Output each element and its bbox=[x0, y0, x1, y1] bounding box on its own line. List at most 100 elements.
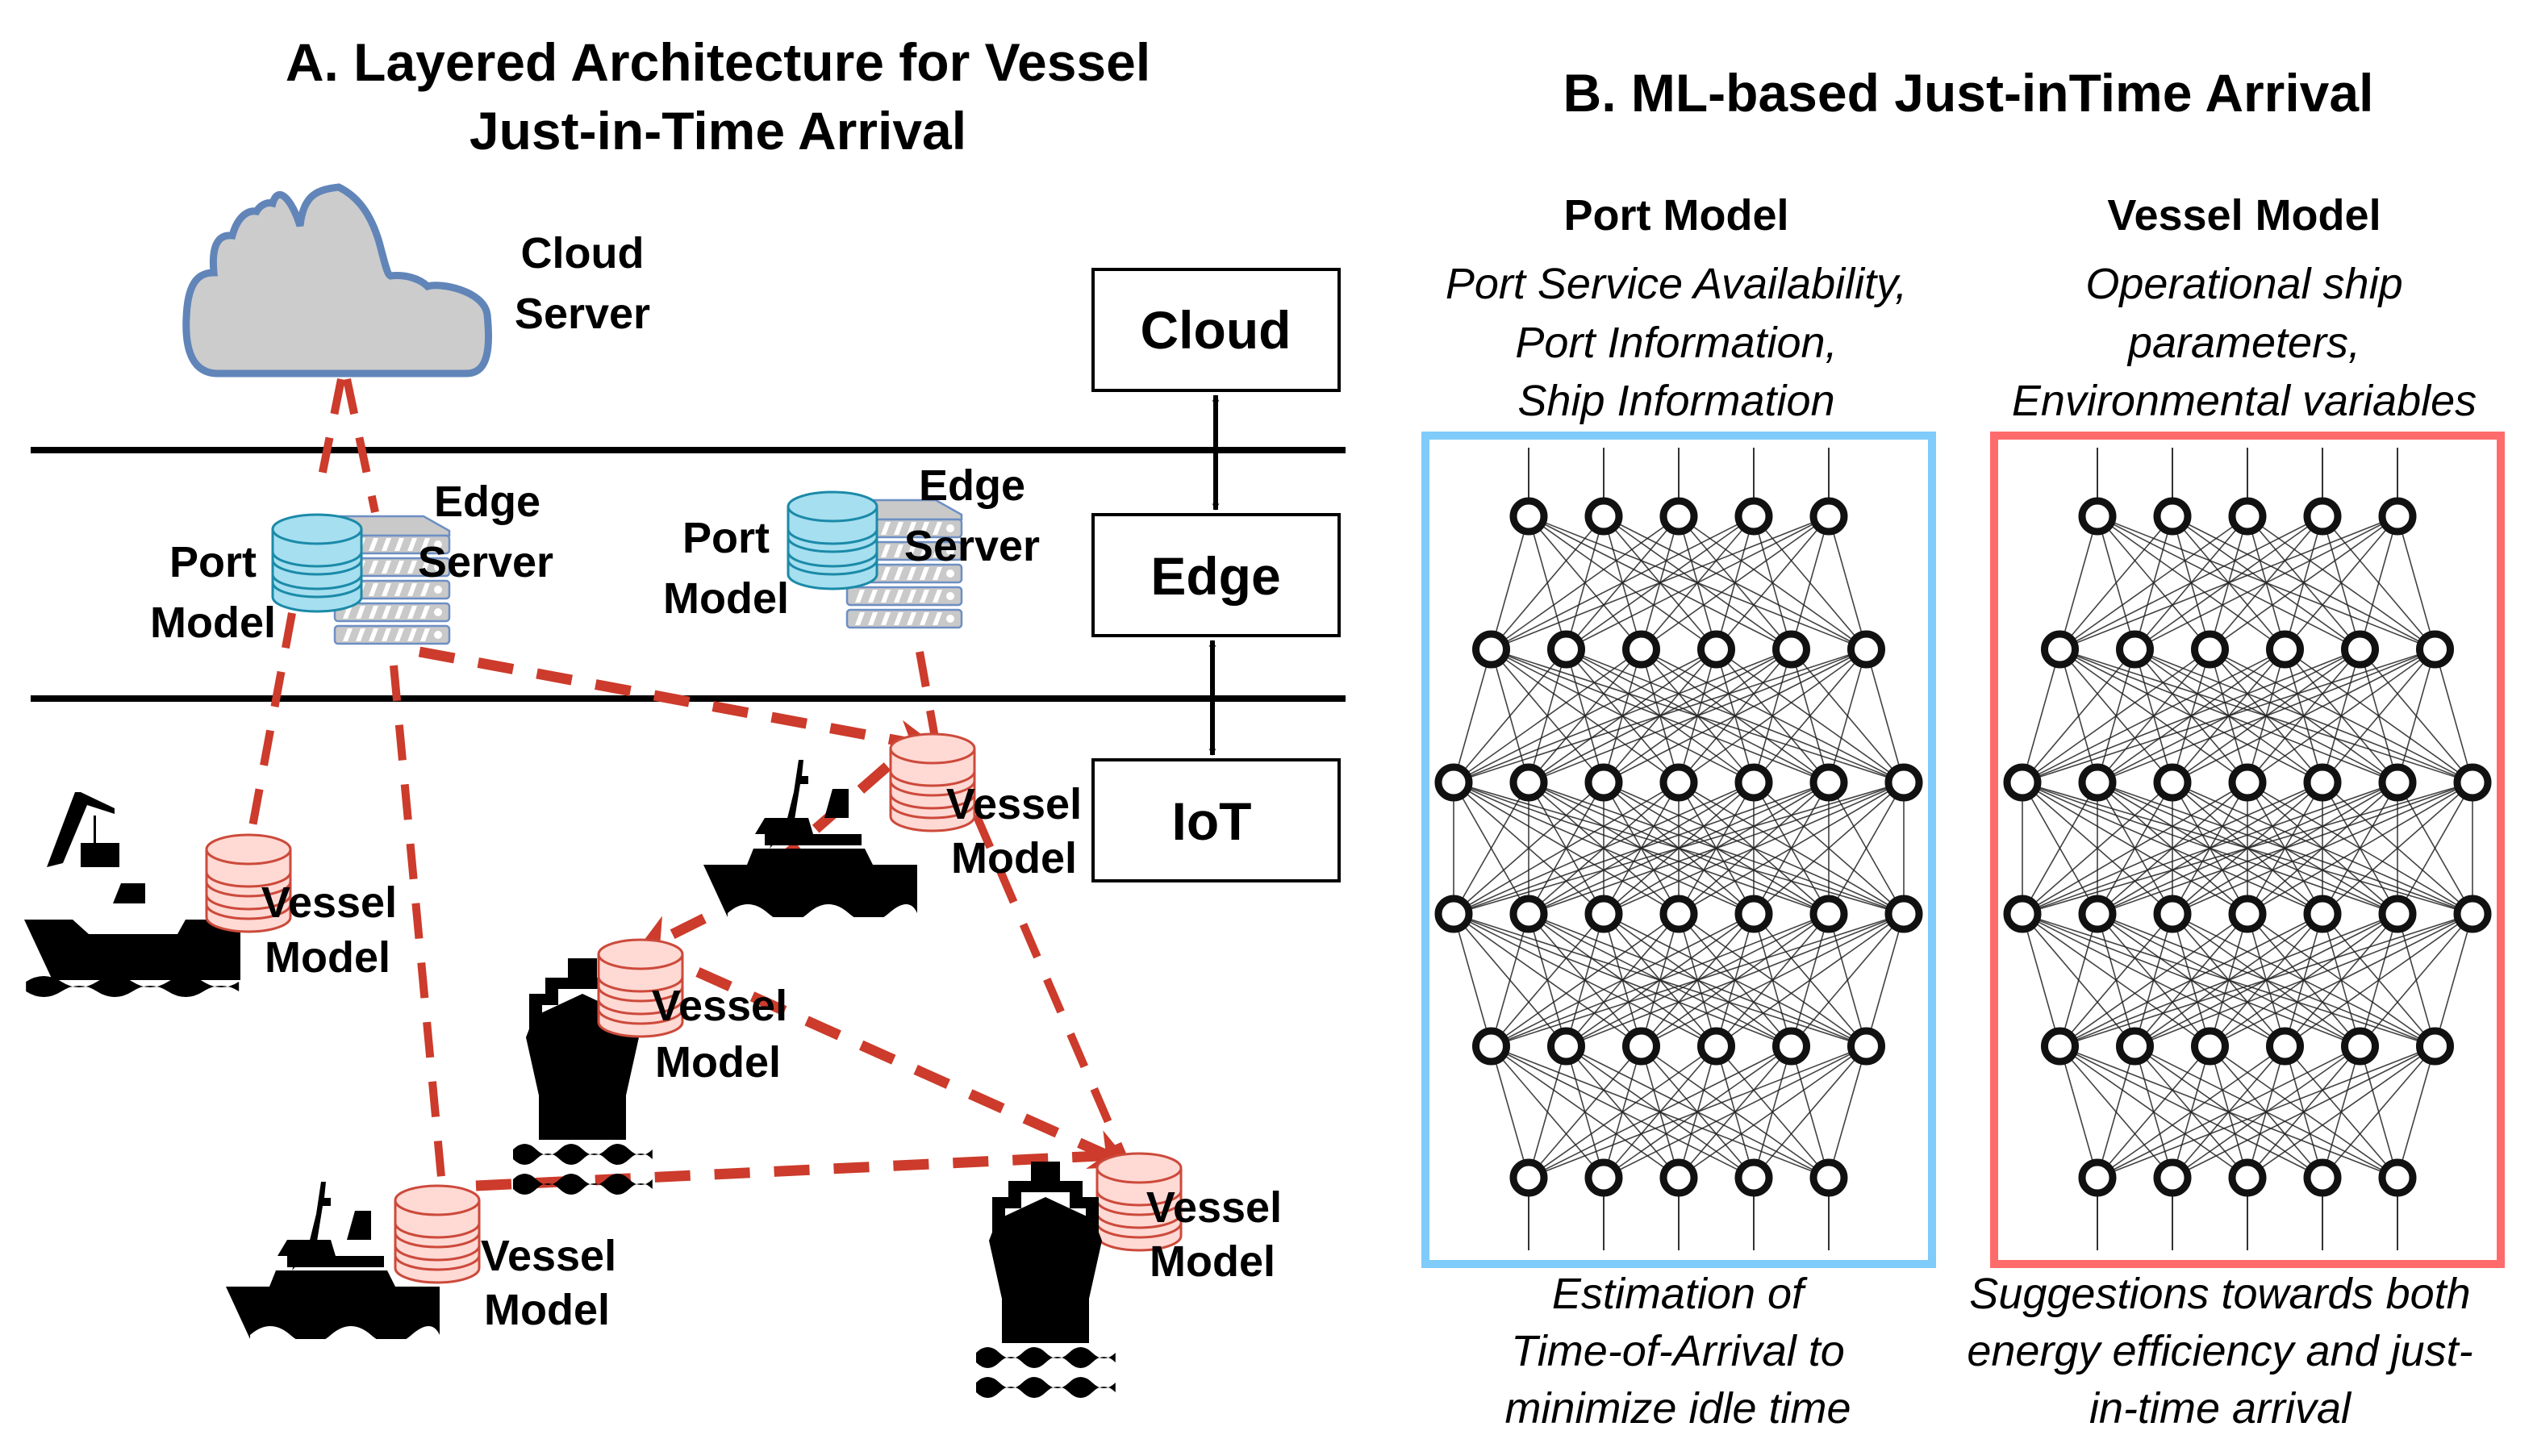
vessel-model-label-line1: Vessel bbox=[481, 1232, 616, 1280]
link-cloud-edgeserver1 bbox=[343, 378, 379, 514]
nn-node bbox=[2228, 895, 2267, 933]
vessel-model-label-line2: Model bbox=[951, 834, 1077, 882]
nn-connection bbox=[2022, 782, 2473, 915]
nn-node bbox=[1809, 895, 1848, 933]
nn-node bbox=[1847, 1027, 1885, 1066]
nn-node bbox=[1772, 1027, 1810, 1066]
nn-node bbox=[1659, 895, 1698, 933]
nn-connection bbox=[1678, 649, 1867, 783]
nn-connection bbox=[2134, 913, 2473, 1047]
port-database-icon bbox=[271, 513, 363, 613]
nn-connection bbox=[2322, 1045, 2436, 1179]
nn-node bbox=[1734, 895, 1773, 933]
nn-node bbox=[2228, 763, 2267, 802]
nn-node bbox=[1659, 1158, 1698, 1197]
nn-node bbox=[2078, 763, 2117, 802]
port-model-neural-network bbox=[1434, 448, 1923, 1250]
port-model-output-line2: Time-of-Arrival to bbox=[1511, 1327, 1845, 1375]
nn-connection bbox=[1490, 1045, 1529, 1179]
layer-box-iot: IoT bbox=[1091, 758, 1341, 882]
nn-connection bbox=[2059, 1045, 2098, 1179]
nn-connection bbox=[2247, 649, 2435, 783]
nn-connection bbox=[2022, 913, 2061, 1047]
nn-connection bbox=[2059, 913, 2098, 1047]
vessel-model-heading: Vessel Model bbox=[2107, 191, 2381, 240]
nn-node bbox=[2378, 497, 2417, 536]
panel-a-title-line1: A. Layered Architecture for Vessel bbox=[286, 32, 1150, 92]
nn-node bbox=[2153, 763, 2192, 802]
nn-connection bbox=[2359, 913, 2473, 1047]
nn-connection bbox=[1491, 515, 1830, 650]
nn-connection bbox=[1453, 649, 1492, 783]
vessel-3: Vessel Model bbox=[513, 938, 787, 1195]
nn-node bbox=[1772, 630, 1810, 669]
nn-connection bbox=[2022, 782, 2323, 915]
nn-node bbox=[1584, 895, 1623, 933]
link-portdb1-vessel1 bbox=[248, 612, 296, 832]
nn-node bbox=[1584, 497, 1623, 536]
nn-node bbox=[2041, 630, 2079, 669]
nn-node bbox=[2378, 895, 2417, 933]
vessel-model-label-line2: Model bbox=[1150, 1237, 1275, 1286]
nn-connection bbox=[2397, 515, 2436, 650]
nn-node bbox=[2303, 1158, 2342, 1197]
nn-connection bbox=[2022, 649, 2210, 783]
nn-connection bbox=[2284, 515, 2398, 650]
nn-connection bbox=[2059, 515, 2098, 650]
nn-node bbox=[2378, 763, 2417, 802]
layer-label-iot: IoT bbox=[1172, 791, 1252, 851]
nn-connection bbox=[1453, 649, 1717, 783]
layer-label-cloud: Cloud bbox=[1141, 300, 1292, 360]
nn-connection bbox=[1490, 913, 1605, 1047]
nn-connection bbox=[1491, 913, 1830, 1047]
panel-b-title: B. ML-based Just-inTime Arrival bbox=[1563, 63, 2374, 123]
nn-connection bbox=[1641, 913, 1905, 1047]
nn-connection bbox=[2322, 782, 2473, 915]
nn-connection bbox=[2210, 913, 2473, 1047]
nn-node bbox=[1884, 895, 1923, 933]
nn-connection bbox=[2097, 1045, 2211, 1179]
nn-connection bbox=[1453, 782, 1755, 915]
nn-connection bbox=[1490, 913, 1529, 1047]
vessel-model-input-line2: parameters, bbox=[2126, 319, 2360, 367]
nn-connection bbox=[2097, 1045, 2435, 1179]
nn-connection bbox=[1828, 649, 1867, 783]
nn-node bbox=[1734, 497, 1773, 536]
nn-connection bbox=[2059, 515, 2248, 650]
nn-connection bbox=[2059, 515, 2323, 650]
nn-connection bbox=[2022, 782, 2173, 915]
nn-node bbox=[1472, 630, 1510, 669]
nn-node bbox=[2416, 1027, 2454, 1066]
panel-a: A. Layered Architecture for Vessel Just-… bbox=[24, 32, 1346, 1398]
nn-connection bbox=[1641, 515, 1830, 650]
nn-connection bbox=[2022, 782, 2098, 915]
nn-connection bbox=[2097, 1045, 2360, 1179]
nn-connection bbox=[2322, 649, 2436, 783]
nn-node bbox=[2153, 895, 2192, 933]
nn-connection bbox=[2022, 649, 2061, 783]
nn-node bbox=[2453, 763, 2492, 802]
nn-node bbox=[1809, 1158, 1848, 1197]
trawler-ship-icon bbox=[703, 760, 917, 925]
nn-connection bbox=[2397, 649, 2436, 783]
vessel-model-neural-network bbox=[2003, 448, 2492, 1250]
nn-node bbox=[2378, 1158, 2417, 1197]
port-model-output-line3: minimize idle time bbox=[1504, 1384, 1851, 1433]
nn-connection bbox=[2359, 515, 2398, 650]
nn-node bbox=[1584, 1158, 1623, 1197]
vessel-model-label-line2: Model bbox=[655, 1038, 781, 1087]
nn-connection bbox=[2059, 913, 2173, 1047]
nn-connection bbox=[1716, 913, 1905, 1047]
nn-node bbox=[1584, 763, 1623, 802]
nn-node bbox=[2078, 497, 2117, 536]
nn-connection bbox=[1491, 913, 1680, 1047]
nn-connection bbox=[2397, 782, 2473, 915]
nn-connection bbox=[1828, 1045, 1867, 1179]
vessel-2: Vessel Model bbox=[703, 732, 1082, 925]
nn-connection bbox=[2059, 913, 2473, 1047]
port-model-output-line1: Estimation of bbox=[1552, 1270, 1808, 1318]
nn-connection bbox=[2097, 1045, 2136, 1179]
nn-connection bbox=[1453, 649, 1567, 783]
nn-node bbox=[1434, 763, 1473, 802]
nn-connection bbox=[1528, 1045, 1642, 1179]
